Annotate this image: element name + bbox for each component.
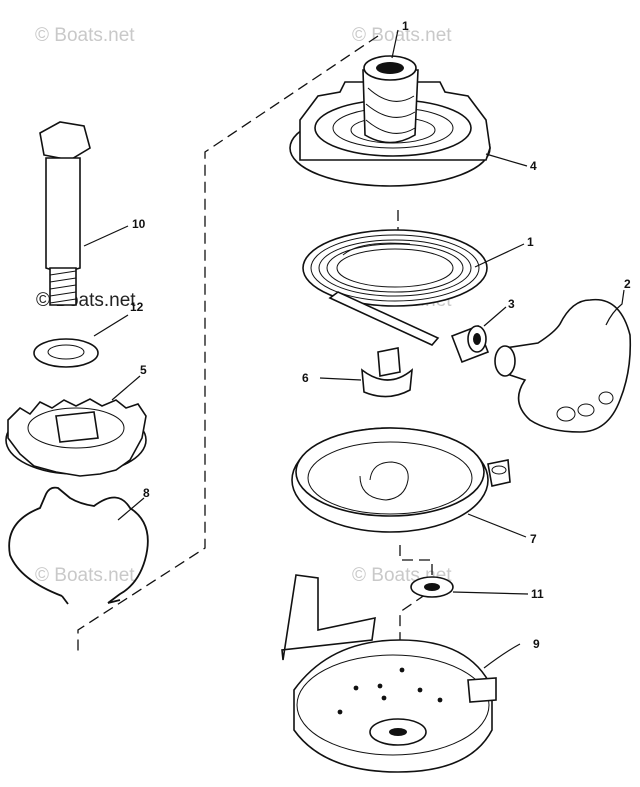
- leader-line-4: [485, 153, 528, 167]
- leader-line-1b: [474, 243, 525, 268]
- leader-line-10: [83, 225, 129, 247]
- leader-line-11: [452, 591, 529, 595]
- part-label-1-spring: 1: [527, 235, 534, 249]
- base-plate-part: [281, 574, 497, 773]
- assembly-dashed-line: [77, 35, 379, 652]
- wire-spring-part: [8, 486, 149, 605]
- watermark-top-right: © Boats.net: [352, 25, 452, 46]
- leader-line-1a: [391, 29, 399, 59]
- part-label-12: 12: [130, 300, 144, 314]
- watermark-top-left: © Boats.net: [35, 25, 135, 46]
- part-label-4: 4: [530, 159, 537, 173]
- washer-left-part: [33, 338, 99, 368]
- leader-line-9: [483, 643, 521, 669]
- part-label-6: 6: [302, 371, 309, 385]
- part-label-8: 8: [143, 486, 150, 500]
- washer-right-part: [410, 576, 454, 598]
- watermark-low-left: © Boats.net: [35, 565, 135, 586]
- gear-part: [5, 398, 147, 477]
- spring-housing-part: [291, 427, 511, 533]
- part-label-5: 5: [140, 363, 147, 377]
- leader-line-7: [467, 513, 527, 538]
- part-label-10: 10: [132, 217, 146, 231]
- assembly-dashed-line-lower: [399, 545, 433, 660]
- part-label-1-top: 1: [402, 19, 409, 33]
- part-label-3: 3: [508, 297, 515, 311]
- leader-line-12: [93, 314, 129, 337]
- leader-line-8: [117, 497, 145, 521]
- leader-line-6: [319, 377, 362, 381]
- leader-line-5: [111, 375, 141, 401]
- part-label-7: 7: [530, 532, 537, 546]
- starter-handle-part: [494, 298, 632, 433]
- bolt-part: [39, 121, 91, 306]
- part-label-2: 2: [624, 277, 631, 291]
- pulley-hub-part: [289, 55, 491, 187]
- bushing-part: [450, 324, 490, 364]
- recoil-spring-part: [302, 229, 488, 346]
- clip-part: [361, 347, 413, 398]
- leader-line-3: [483, 306, 507, 327]
- part-label-9: 9: [533, 637, 540, 651]
- part-label-11: 11: [531, 587, 544, 601]
- leader-line-2: [605, 289, 625, 326]
